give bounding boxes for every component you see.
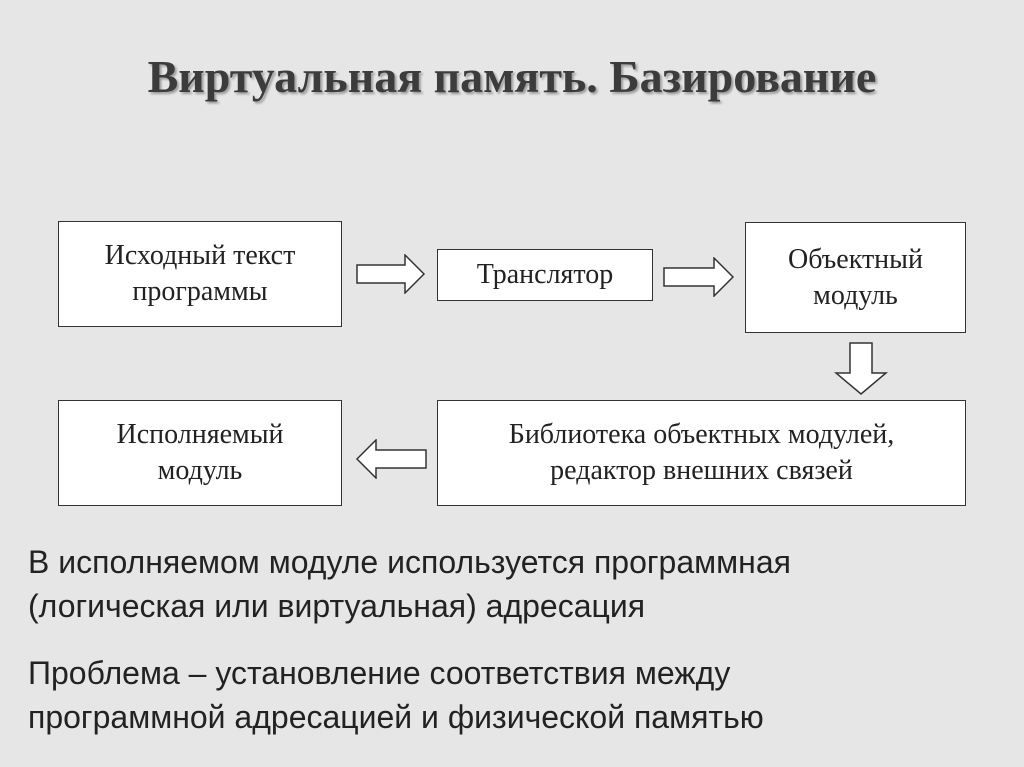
translator-box: Транслятор [437, 249, 653, 301]
paragraph-virtual-addressing: В исполняемом модуле используется програ… [28, 540, 988, 628]
object-module-line-1: Объектный [788, 243, 923, 275]
arrow-left-icon [355, 439, 427, 479]
slide-title: Виртуальная память. Базирование [147, 51, 877, 102]
executable-module-line-1: Исполняемый [116, 419, 284, 450]
executable-module-box: Исполняемый модуль [58, 400, 342, 506]
source-text-line-2: программы [132, 276, 268, 307]
object-module-line-2: модуль [813, 279, 898, 311]
paragraph-2-line-1: Проблема – установление соответствия меж… [28, 655, 731, 691]
paragraph-1-line-2: (логическая или виртуальная) адресация [28, 588, 646, 624]
source-text-line-1: Исходный текст [104, 240, 296, 271]
arrow-down-icon [834, 342, 888, 395]
executable-module-line-2: модуль [157, 455, 243, 486]
library-linker-line-2: редактор внешних связей [550, 455, 853, 486]
paragraph-2-line-2: программной адресацией и физической памя… [28, 699, 764, 735]
paragraph-problem: Проблема – установление соответствия меж… [28, 651, 988, 739]
library-linker-line-1: Библиотека объектных модулей, [508, 419, 895, 450]
translator-label: Транслятор [476, 259, 614, 290]
arrow-right-1-icon [356, 254, 426, 294]
source-text-box: Исходный текст программы [58, 221, 342, 327]
arrow-right-2-icon [663, 257, 735, 297]
library-linker-box: Библиотека объектных модулей, редактор в… [437, 400, 966, 506]
paragraph-1-line-1: В исполняемом модуле используется програ… [28, 544, 791, 580]
object-module-box: Объектный модуль [745, 222, 966, 333]
